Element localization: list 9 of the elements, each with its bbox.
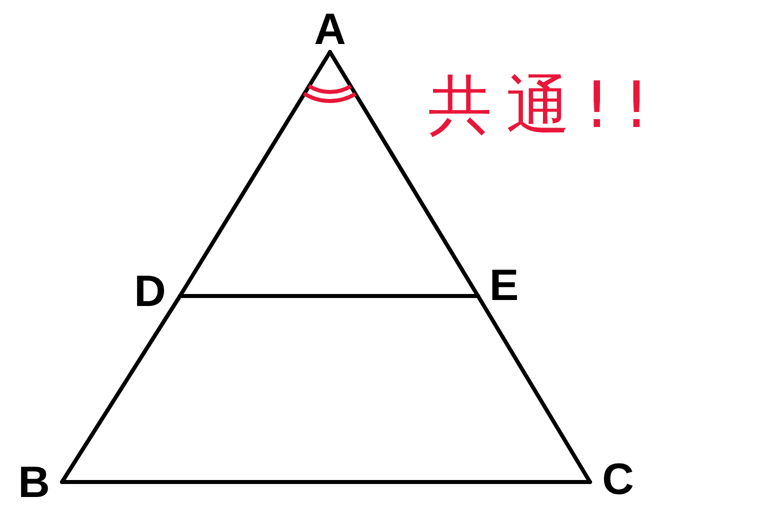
line-segment [60,480,592,484]
vertex-label: C [590,455,646,505]
note-text: 共通!! [428,68,664,145]
line-segment [178,294,480,298]
vertex-label: B [6,458,62,508]
vertex-label: A [305,8,355,52]
vertex-label: D [120,268,180,316]
line-segment [476,294,592,484]
vertex-label: E [478,262,530,310]
